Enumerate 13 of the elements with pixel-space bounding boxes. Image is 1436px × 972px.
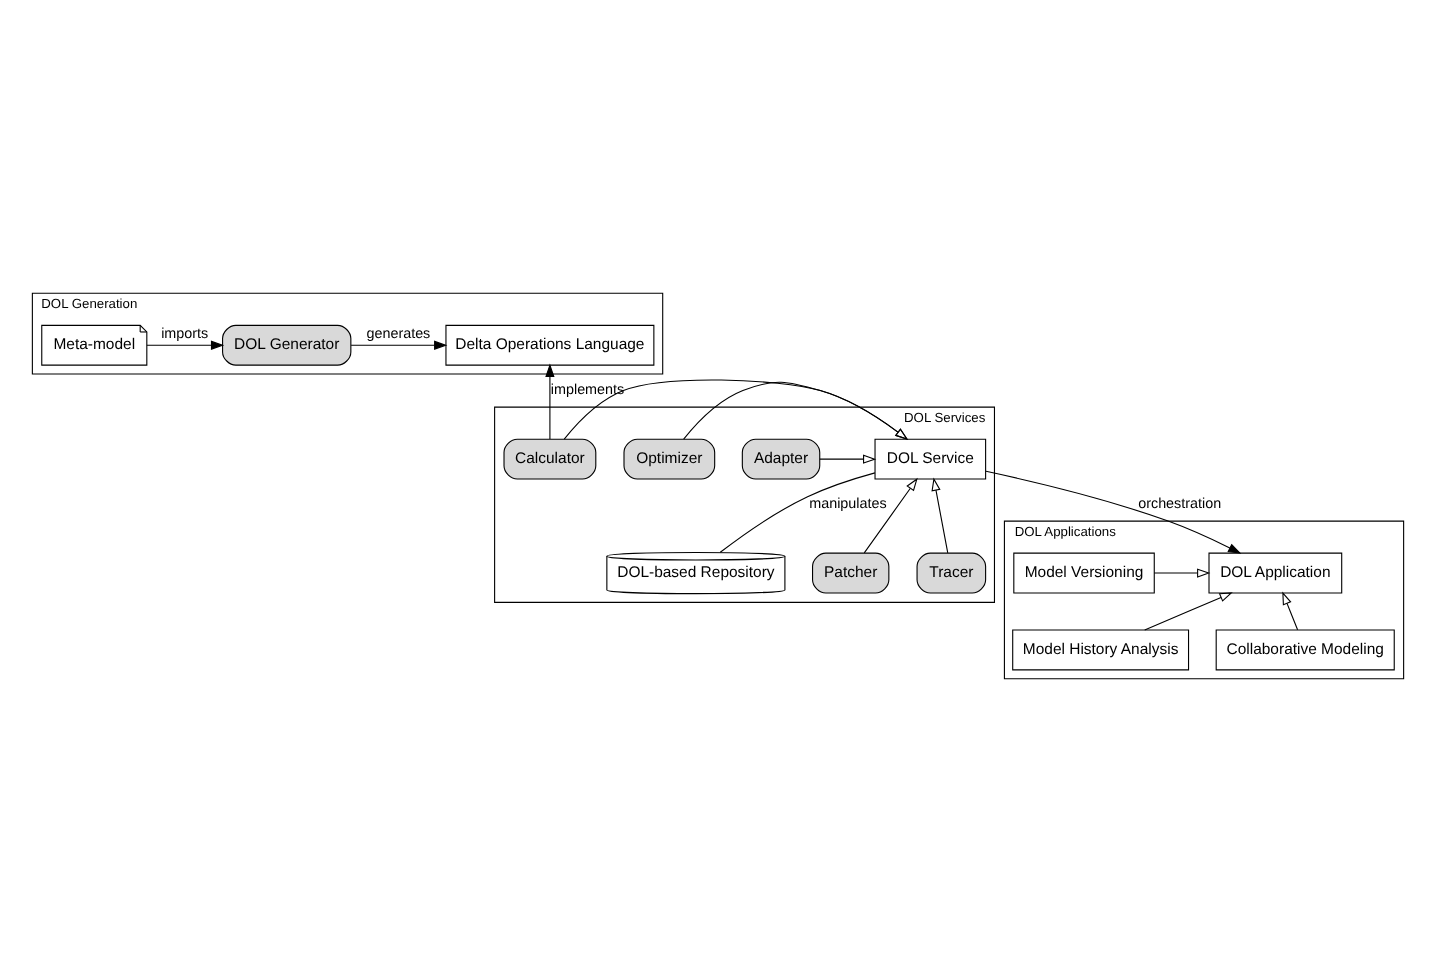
- arrow: [545, 363, 555, 440]
- arrow: [863, 477, 918, 554]
- arrow: [1153, 568, 1211, 578]
- arrow: [146, 340, 225, 350]
- arrow: [931, 477, 949, 554]
- connector: [719, 472, 876, 553]
- arrow: [985, 470, 1242, 554]
- arrow: [1282, 591, 1299, 631]
- arrow: [350, 340, 448, 350]
- arrow: [819, 454, 877, 464]
- arrow: [563, 379, 909, 441]
- arrow: [1144, 592, 1233, 631]
- arrow: [683, 381, 909, 441]
